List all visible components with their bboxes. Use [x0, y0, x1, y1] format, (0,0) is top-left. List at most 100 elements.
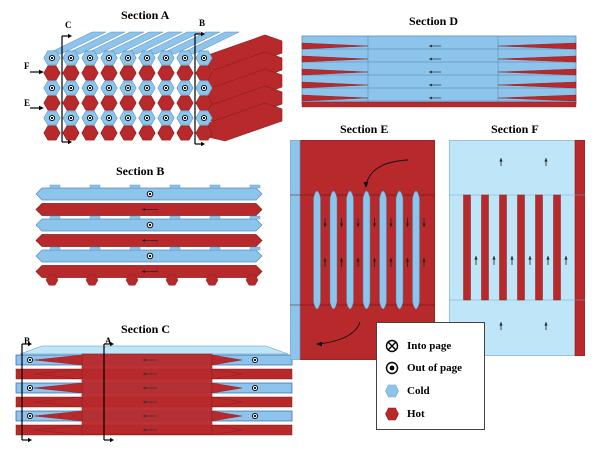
hot-wedge — [497, 42, 577, 50]
out-of-page-marker-dot — [126, 56, 130, 60]
section-cut-arrowhead — [201, 141, 205, 147]
tube-fin — [209, 215, 221, 220]
hot-tube-end — [195, 125, 213, 141]
out-of-page-marker-dot — [164, 116, 168, 120]
flow-arrowhead — [429, 44, 432, 48]
cold-channel — [395, 190, 404, 310]
section-c-panel: B A — [12, 336, 297, 448]
out-of-page-marker-dot — [202, 116, 206, 120]
cold-left-strip — [289, 139, 301, 361]
cold-region — [448, 139, 586, 357]
out-of-page-marker-dot — [50, 86, 54, 90]
out-of-page-marker-dot — [107, 116, 111, 120]
hot-tube-end — [205, 274, 219, 286]
flow-arrowhead — [499, 322, 503, 326]
section-d-view — [301, 35, 577, 108]
out-of-page-marker-dot — [145, 86, 149, 90]
tube-fin — [89, 246, 101, 251]
hot-tube-end — [195, 65, 213, 81]
hot-channel — [517, 194, 525, 301]
hot-hexagon-icon — [385, 407, 399, 421]
cold-channel — [362, 190, 371, 310]
section-c-title: Section C — [121, 322, 170, 336]
cold-header — [19, 345, 289, 355]
cut-label-e: E — [24, 98, 31, 108]
flow-arrowhead — [356, 223, 360, 227]
flow-arrowhead — [429, 83, 432, 87]
flow-arrowhead — [429, 70, 432, 74]
legend-into-page-label: Into page — [407, 340, 452, 352]
out-of-page-marker-dot — [88, 56, 92, 60]
tube-fin — [129, 215, 141, 220]
section-d-title: Section D — [409, 14, 458, 28]
hot-wedge — [33, 382, 83, 394]
tube-fin — [249, 215, 261, 220]
hot-tube-end — [165, 274, 179, 286]
section-e-view — [289, 139, 436, 361]
flow-arrowhead — [372, 223, 377, 227]
out-of-page-marker-dot — [145, 116, 149, 120]
section-f-panel — [448, 139, 586, 357]
hot-wedge — [211, 410, 243, 422]
hot-tube-end — [245, 274, 259, 286]
section-cut-arrowhead — [68, 139, 72, 145]
flow-arrowhead — [316, 341, 322, 347]
hot-bottom-strip — [301, 101, 577, 108]
flow-arrowhead — [544, 158, 548, 162]
flow-arrowhead — [356, 258, 360, 262]
flow-arrowhead — [143, 386, 146, 390]
section-c-view — [15, 341, 293, 443]
out-of-page-marker-dot — [69, 116, 73, 120]
tube-fin — [49, 215, 61, 220]
hot-tube-end — [157, 65, 175, 81]
cold-channel — [329, 190, 338, 310]
section-e-panel — [289, 139, 436, 361]
hot-wedge — [33, 424, 83, 436]
out-of-page-marker-dot — [126, 116, 130, 120]
hot-tube-end — [62, 125, 80, 141]
flow-arrowhead — [363, 182, 369, 188]
flow-arrowhead — [142, 270, 145, 273]
cold-channel — [379, 190, 387, 310]
cold-channel — [412, 190, 420, 310]
flow-arrowhead — [389, 223, 393, 227]
hot-wedge — [33, 410, 83, 422]
hot-tube-end — [119, 95, 137, 111]
out-of-page-marker-dot — [69, 86, 73, 90]
out-of-page-marker-dot — [107, 86, 111, 90]
hot-wedge — [497, 94, 577, 102]
hot-tube-end — [81, 95, 99, 111]
out-of-page-marker-dot — [148, 223, 152, 227]
out-of-page-marker-dot — [148, 192, 152, 196]
hot-tube-end — [176, 95, 194, 111]
out-of-page-marker-dot — [126, 86, 130, 90]
flow-arrowhead — [544, 322, 548, 326]
hot-wedge — [211, 396, 243, 408]
flow-arrowhead — [405, 223, 410, 227]
section-e-title: Section E — [340, 122, 389, 136]
hot-channel — [499, 194, 507, 301]
legend-hot-label: Hot — [407, 408, 425, 420]
out-of-page-marker-dot — [69, 56, 73, 60]
legend-cold-label: Cold — [407, 385, 430, 397]
out-of-page-icon — [385, 361, 399, 375]
hot-tube-end — [157, 95, 175, 111]
cold-channel — [313, 190, 321, 310]
tube-fin — [249, 246, 261, 251]
section-f-view — [448, 139, 586, 357]
out-of-page-marker-dot — [50, 116, 54, 120]
section-a-panel: C B F E — [20, 18, 290, 158]
hot-wedge — [211, 382, 243, 394]
cut-label-c: C — [65, 20, 72, 30]
flow-arrowhead — [142, 208, 145, 211]
tube-fin — [129, 246, 141, 251]
tube-fin — [209, 184, 221, 189]
flow-arrowhead — [339, 223, 344, 227]
out-of-page-marker-dot — [50, 56, 54, 60]
hot-tube-end — [176, 125, 194, 141]
flow-arrowhead — [143, 428, 146, 432]
hot-wedge — [497, 55, 577, 63]
section-cut-arrowhead — [110, 341, 114, 347]
flow-arrowhead — [143, 372, 146, 376]
flow-arrowhead — [422, 258, 426, 262]
